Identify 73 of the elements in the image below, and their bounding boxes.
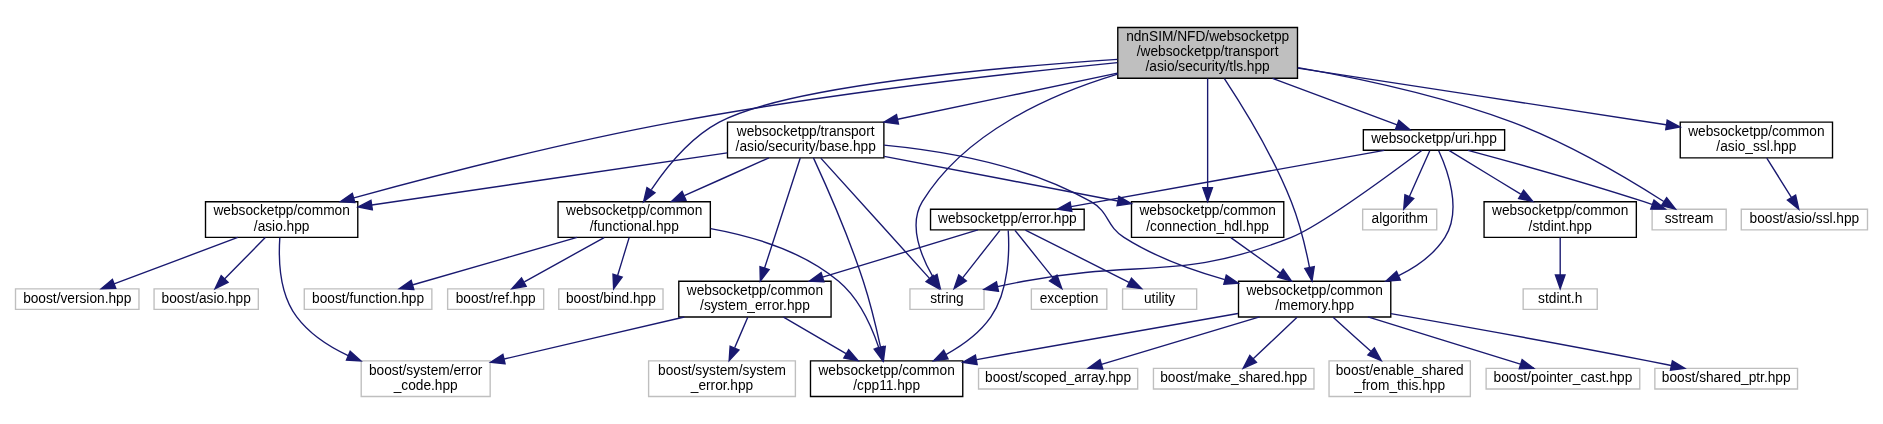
- arrow: [1367, 316, 1536, 370]
- arrow: [1230, 236, 1294, 283]
- node-box: ndnSIM/NFD/websocketpp /websocketpp/transport /asio/security/tls.hpp: [1117, 26, 1299, 79]
- arrow: [982, 149, 1423, 293]
- node-box: boost/enable_shared _from_this.hpp: [1328, 360, 1472, 398]
- arrow: [952, 229, 1001, 291]
- arrow: [1271, 77, 1412, 131]
- arrow: [213, 236, 266, 291]
- node-box: websocketpp/common /system_error.hpp: [678, 280, 832, 318]
- arrow: [1201, 77, 1214, 204]
- arrow: [1296, 67, 1683, 131]
- arrow: [356, 152, 728, 211]
- arrow: [1024, 229, 1144, 290]
- arrow: [1297, 66, 1678, 211]
- node-box: websocketpp/common /asio.hpp: [204, 201, 359, 239]
- arrow: [1402, 150, 1431, 212]
- arrow: [397, 236, 578, 291]
- arrow: [1766, 157, 1800, 211]
- node-box: algorithm: [1361, 208, 1438, 231]
- node-box: boost/system/error _code.hpp: [360, 360, 491, 398]
- node-box: exception: [1030, 288, 1108, 311]
- node-box: boost/bind.hpp: [558, 288, 664, 311]
- arrow: [728, 316, 749, 363]
- node-box: string: [909, 288, 985, 311]
- arrow: [510, 236, 605, 290]
- arrow: [278, 236, 363, 362]
- node-box: stdint.h: [1522, 288, 1598, 311]
- node-box: websocketpp/uri.hpp: [1362, 129, 1506, 151]
- arrow: [1014, 229, 1064, 291]
- arrow: [1223, 78, 1316, 284]
- arrow: [1467, 149, 1668, 210]
- node-box: boost/make_shared.hpp: [1152, 367, 1315, 390]
- arrow: [883, 155, 1134, 207]
- arrow: [642, 58, 1119, 204]
- node-box: boost/asio.hpp: [153, 288, 259, 311]
- arrow: [759, 157, 801, 284]
- node-box: websocketpp/common /stdint.hpp: [1483, 201, 1638, 239]
- arrow: [1448, 149, 1535, 203]
- arrow: [960, 312, 1239, 366]
- node-box: boost/pointer_cast.hpp: [1485, 367, 1641, 390]
- arrow: [612, 236, 630, 291]
- node-box: boost/version.hpp: [14, 288, 140, 311]
- arrow: [1332, 316, 1383, 363]
- arrow: [1055, 149, 1385, 213]
- arrow: [782, 316, 860, 362]
- arrow: [807, 229, 979, 283]
- node-box: boost/ref.hpp: [446, 288, 545, 311]
- arrow: [1390, 312, 1687, 372]
- node-box: websocketpp/common /connection_hdl.hpp: [1130, 201, 1285, 239]
- node-box: websocketpp/error.hpp: [929, 208, 1085, 231]
- arrow: [1241, 316, 1298, 370]
- node-box: boost/scoped_array.hpp: [977, 367, 1139, 390]
- node-box: utility: [1121, 288, 1198, 311]
- node-box: websocketpp/common /functional.hpp: [557, 201, 712, 239]
- arrow: [882, 72, 1119, 125]
- node-box: boost/asio/ssl.hpp: [1740, 208, 1869, 231]
- arrow: [1384, 150, 1454, 283]
- arrow: [931, 229, 1010, 362]
- arrow: [883, 144, 1241, 286]
- node-box: boost/shared_ptr.hpp: [1654, 367, 1799, 390]
- arrow: [99, 236, 239, 290]
- node-box: sstream: [1651, 208, 1727, 231]
- node-box: boost/system/system _error.hpp: [647, 360, 797, 398]
- arrow: [338, 61, 1119, 204]
- node-box: websocketpp/common /asio_ssl.hpp: [1679, 121, 1834, 159]
- arrow: [488, 316, 685, 365]
- node-box: websocketpp/common /memory.hpp: [1237, 280, 1392, 318]
- arrow: [1554, 236, 1566, 291]
- node-box: websocketpp/transport /asio/security/base.hpp: [726, 121, 885, 159]
- arrow: [669, 157, 770, 203]
- arrow: [1086, 316, 1261, 370]
- node-box: websocketpp/common /cpp11.hpp: [809, 360, 964, 398]
- node-box: boost/function.hpp: [303, 288, 433, 311]
